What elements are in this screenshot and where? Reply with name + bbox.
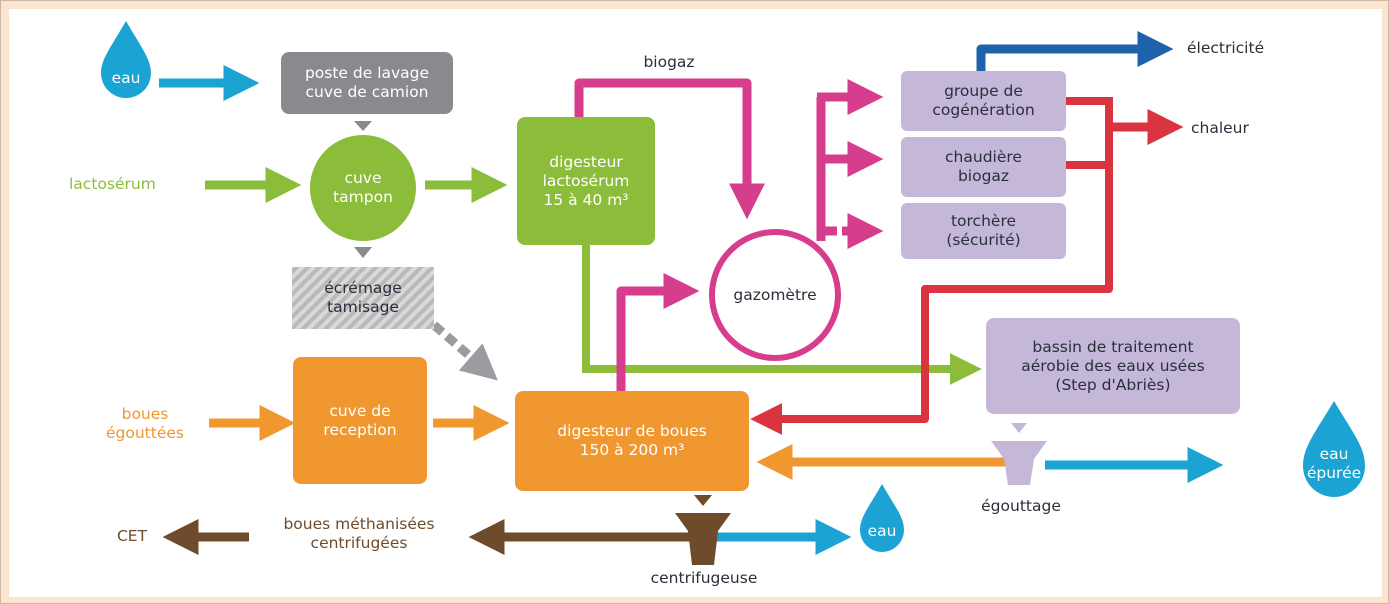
digesteur-lacto-box — [517, 117, 655, 245]
arrow-cogeneration-chaleur-line — [1066, 97, 1113, 127]
torchere-box — [901, 203, 1066, 259]
gazometre-circle — [709, 229, 841, 361]
arrow-digesteur-centrifuge — [694, 495, 712, 506]
arrow-tampon-ecremage — [354, 247, 372, 258]
digesteur-boues-label: digesteur de boues 150 à 200 m³ — [557, 422, 707, 459]
arrow-electricite — [976, 31, 1174, 71]
bassin-box — [986, 318, 1240, 414]
water-drop-icon — [101, 21, 151, 98]
electricite-label: électricité — [1187, 39, 1265, 57]
egouttage-funnel — [991, 441, 1047, 485]
gazometre-label: gazomètre — [733, 285, 817, 304]
water-drop-icon — [860, 484, 904, 552]
groupe-cogeneration-label: groupe de cogénération — [932, 82, 1035, 119]
poste-lavage-label: poste de lavage cuve de camion — [304, 64, 430, 101]
digesteur-boues-box — [515, 391, 749, 491]
centrifugeuse-funnel — [675, 513, 731, 565]
cuve-tampon-label: cuve tampon — [333, 169, 393, 206]
centrifugeuse-label: centrifugeuse — [650, 569, 758, 587]
eau-epuree-label: eau épurée — [1306, 445, 1362, 482]
lactoserum-label: lactosérum — [69, 175, 156, 193]
groupe-cogeneration-box — [901, 71, 1066, 131]
arrow-boues-gazometre — [616, 273, 700, 391]
cuve-reception-box — [293, 357, 427, 484]
ecremage-label: écrémage tamisage — [324, 279, 402, 316]
cuve-tampon-circle — [310, 135, 416, 241]
arrow-lavage-tampon — [354, 121, 372, 131]
arrow-digesteur-bassin — [582, 245, 982, 385]
torchere-label: torchère (sécurité) — [946, 212, 1021, 249]
poste-lavage-box — [281, 52, 453, 114]
water-drop-icon — [1303, 401, 1365, 497]
egouttage-label: égouttage — [981, 497, 1061, 515]
arrow-chaudiere-chaleur-line — [1066, 127, 1113, 169]
arrow-bassin-egouttage — [1011, 423, 1027, 433]
diagram-canvas: eau eau eau épurée lactosérum boues égou… — [9, 9, 1382, 597]
digesteur-lacto-label: digesteur lactosérum 15 à 40 m³ — [542, 152, 630, 209]
chaudiere-box — [901, 137, 1066, 197]
eau-bottom-label: eau — [867, 521, 897, 540]
biogaz-label: biogaz — [643, 53, 695, 71]
boues-methanisees-label: boues méthanisées centrifugées — [283, 515, 435, 552]
eau-top-label: eau — [111, 68, 141, 87]
boues-egouttees-label: boues égouttées — [106, 405, 184, 442]
ecremage-box — [292, 267, 434, 329]
arrow-ecremage-digesteur — [431, 321, 498, 381]
cet-label: CET — [116, 527, 148, 545]
arrow-chaleur-digesteur — [750, 127, 1113, 435]
bassin-label: bassin de traitement aérobie des eaux us… — [1021, 337, 1205, 394]
arrow-digesteur-gazometre — [574, 78, 765, 220]
cuve-reception-label: cuve de reception — [323, 401, 397, 439]
chaleur-label: chaleur — [1191, 119, 1249, 137]
chaudiere-label: chaudière biogaz — [945, 148, 1022, 185]
flow-diagram — [101, 21, 1365, 565]
